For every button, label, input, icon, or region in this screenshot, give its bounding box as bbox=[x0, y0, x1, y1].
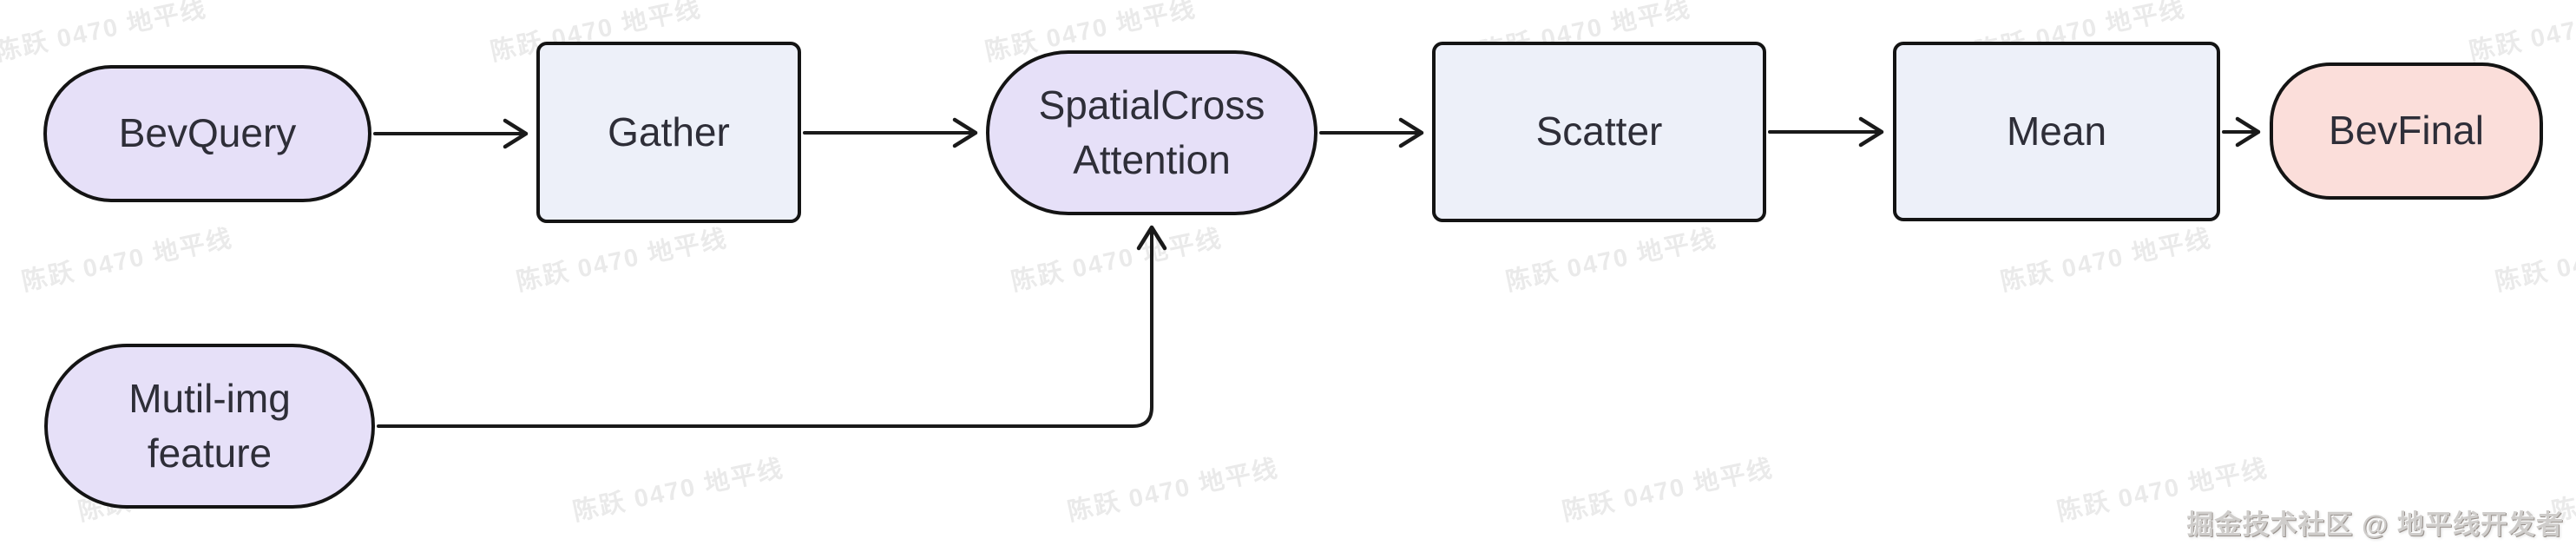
node-scatter: Scatter bbox=[1432, 42, 1766, 222]
node-spatial-cross-attention-label-line1: SpatialCross bbox=[1038, 82, 1265, 128]
node-gather: Gather bbox=[536, 42, 801, 223]
node-bevfinal: BevFinal bbox=[2270, 62, 2543, 200]
credit-watermark: 掘金技术社区 @ 地平线开发者 bbox=[2186, 509, 2564, 540]
node-mean-label: Mean bbox=[2006, 108, 2107, 154]
node-bevfinal-label: BevFinal bbox=[2329, 108, 2484, 154]
node-spatial-cross-attention: SpatialCross Attention bbox=[986, 50, 1318, 215]
node-mutil-img-feature: Mutil-img feature bbox=[44, 344, 375, 509]
node-mean: Mean bbox=[1893, 42, 2220, 221]
node-bevquery-label: BevQuery bbox=[118, 110, 297, 156]
node-spatial-cross-attention-label-line2: Attention bbox=[1073, 137, 1231, 182]
node-bevquery: BevQuery bbox=[43, 65, 371, 202]
node-mutil-img-feature-label-line1: Mutil-img bbox=[128, 375, 291, 421]
node-scatter-label: Scatter bbox=[1535, 108, 1663, 154]
node-gather-label: Gather bbox=[608, 108, 730, 154]
edge-mutilimg-to-spatialcross bbox=[377, 225, 1167, 428]
node-mutil-img-feature-label-line2: feature bbox=[147, 430, 273, 476]
